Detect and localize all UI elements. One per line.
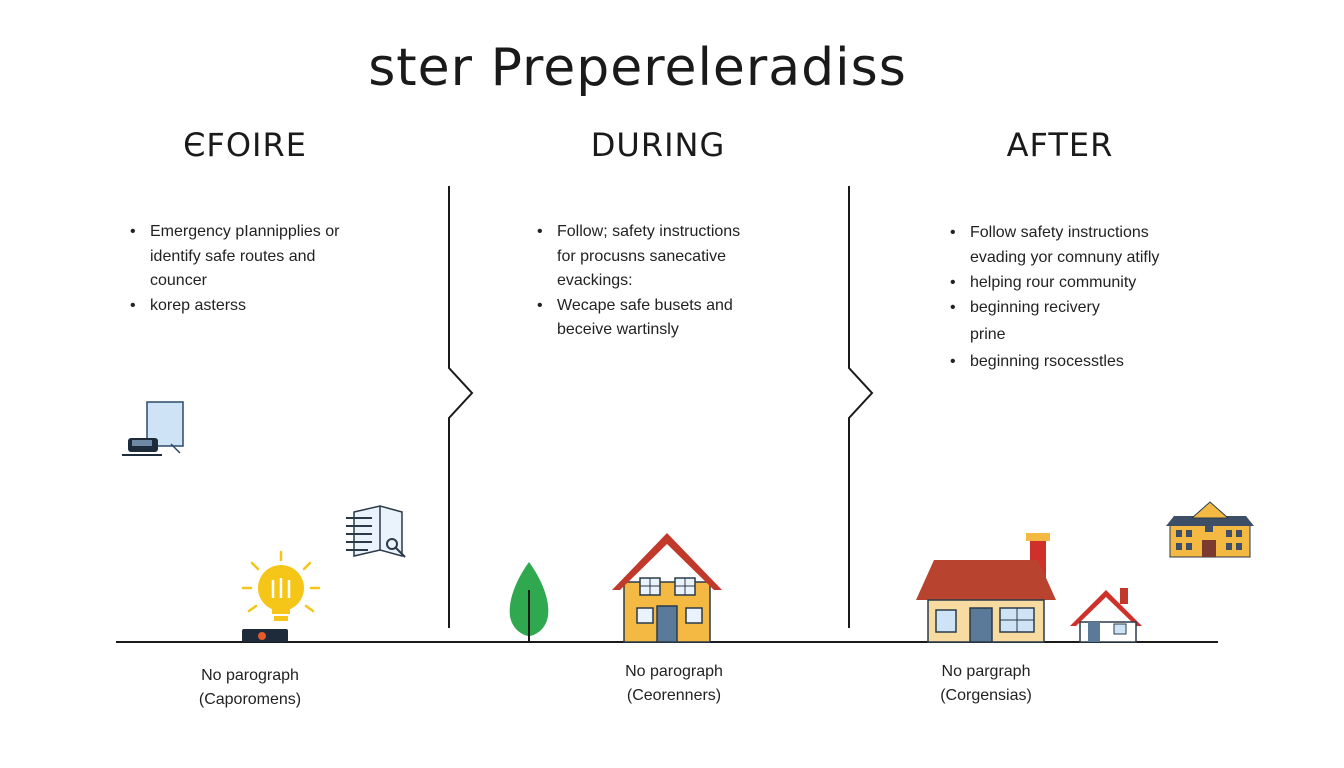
- list-item: korep asterss: [130, 294, 339, 319]
- before-list: Emergency pIannipplies or identify safe …: [130, 220, 339, 318]
- caption-line: (Caporomens): [198, 691, 302, 708]
- list-item: Follow safety instructions: [950, 220, 1159, 245]
- divider-right: [848, 186, 874, 628]
- heading-during: DURING: [590, 126, 726, 164]
- caption-during: No parograph (Ceorenners): [564, 660, 784, 708]
- caption-line: (Ceorenners): [626, 687, 722, 704]
- caption-line: No parograph: [625, 663, 723, 680]
- caption-line: (Corgensias): [940, 687, 1032, 704]
- list-item: Wecape safe busets and: [537, 294, 740, 319]
- list-item: Emergency pIannipplies or: [130, 220, 339, 245]
- caption-line: No parograph: [201, 667, 299, 684]
- divider-left: [448, 186, 474, 628]
- caption-line: No pargraph: [941, 663, 1031, 680]
- heading-before: ЄFOIRE: [183, 126, 307, 164]
- list-item: Follow; safety instructions: [537, 220, 740, 245]
- list-item: prine: [970, 326, 1006, 343]
- list-item: councer: [150, 272, 207, 289]
- tree-icon: [509, 562, 549, 642]
- after-list: Follow safety instructions evading yor c…: [950, 220, 1159, 374]
- home-icon: [916, 533, 1056, 643]
- caption-after: No pargraph (Corgensias): [876, 660, 1096, 708]
- map-icon: [346, 505, 406, 558]
- list-item: beceive wartinsly: [557, 321, 679, 338]
- list-item: evading yor comnuny atifly: [970, 249, 1160, 266]
- lightbulb-icon: [241, 550, 321, 642]
- list-item: beginning rsocesstles: [950, 349, 1159, 374]
- list-item: helping rour community: [950, 270, 1159, 295]
- school-building-icon: [1166, 501, 1254, 558]
- small-house-icon: [1070, 588, 1142, 643]
- list-item: identify safe routes and: [150, 247, 316, 265]
- heading-after: AFTER: [1006, 126, 1114, 164]
- list-item: for procusns sanecative: [557, 247, 726, 265]
- tablet-icon: [122, 401, 184, 456]
- house-icon: [612, 533, 722, 643]
- list-item: evackings:: [557, 272, 633, 289]
- page-title: ster Prepereleradiss: [368, 38, 907, 98]
- list-item: beginning recivery: [950, 295, 1159, 320]
- during-list: Follow; safety instructions for procusns…: [537, 220, 740, 343]
- caption-before: No parograph (Caporomens): [140, 664, 360, 712]
